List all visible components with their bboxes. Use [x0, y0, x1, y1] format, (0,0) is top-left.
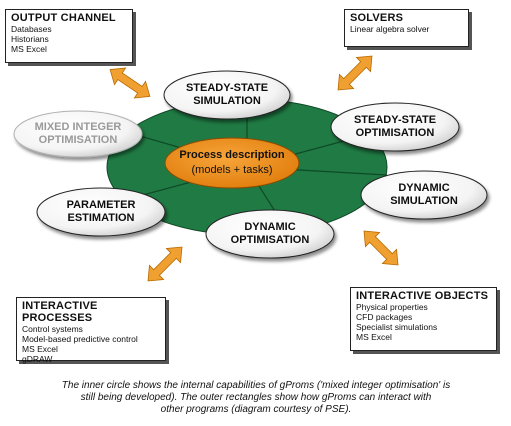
oval-label: MIXED INTEGER — [35, 121, 122, 133]
box-title: INTERACTIVE OBJECTS — [356, 290, 489, 302]
arrow-solvers-icon — [337, 55, 373, 91]
arrow-interactive-processes-icon — [147, 246, 183, 282]
oval-mixed-integer-optimisation: MIXED INTEGER OPTIMISATION — [13, 110, 143, 158]
center-title: Process description — [179, 149, 284, 161]
box-item: MS Excel — [22, 344, 58, 354]
caption-line: still being developed). The outer rectan… — [80, 392, 432, 403]
box-title: SOLVERS — [350, 12, 404, 24]
interactive-objects-box: INTERACTIVE OBJECTS Physical properties … — [350, 287, 497, 351]
caption-line: other programs (diagram courtesy of PSE)… — [160, 404, 352, 415]
oval-dynamic-optimisation: DYNAMIC OPTIMISATION — [205, 209, 335, 259]
box-title: OUTPUT CHANNEL — [11, 12, 116, 24]
box-item: Control systems — [22, 324, 83, 334]
center-subtitle: (models + tasks) — [192, 164, 273, 176]
box-item: MS Excel — [356, 332, 392, 342]
solvers-box: SOLVERS Linear algebra solver — [344, 9, 469, 47]
oval-steady-state-simulation: STEADY-STATE SIMULATION — [163, 70, 291, 120]
box-title: INTERACTIVE PROCESSES — [22, 300, 98, 324]
oval-steady-state-optimisation: STEADY-STATE OPTIMISATION — [330, 102, 460, 152]
output-channel-box: OUTPUT CHANNEL Databases Historians MS E… — [5, 9, 133, 63]
box-item: Model-based predictive control — [22, 334, 138, 344]
oval-label: DYNAMIC — [398, 182, 449, 194]
box-item: Historians — [11, 34, 49, 44]
oval-label: STEADY-STATE — [186, 82, 268, 94]
oval-dynamic-simulation: DYNAMIC SIMULATION — [360, 170, 488, 220]
box-item: gDRAW — [22, 354, 53, 364]
box-item: Databases — [11, 24, 52, 34]
figure-caption: The inner circle shows the internal capa… — [6, 380, 506, 416]
oval-label: DYNAMIC — [244, 221, 295, 233]
arrow-output-channel-icon — [109, 67, 151, 99]
oval-label: SIMULATION — [390, 195, 458, 207]
box-item: Specialist simulations — [356, 322, 438, 332]
oval-label: OPTIMISATION — [39, 134, 118, 146]
oval-label: SIMULATION — [193, 95, 261, 107]
oval-label: PARAMETER — [67, 199, 136, 211]
process-description-hub: Process description (models + tasks) — [164, 137, 300, 189]
oval-parameter-estimation: PARAMETER ESTIMATION — [36, 187, 166, 237]
interactive-processes-box: INTERACTIVE PROCESSES Control systems Mo… — [16, 297, 166, 364]
caption-line: The inner circle shows the internal capa… — [61, 380, 451, 391]
box-item: MS Excel — [11, 44, 47, 54]
oval-label: STEADY-STATE — [354, 114, 436, 126]
oval-label: ESTIMATION — [67, 212, 134, 224]
box-item: CFD packages — [356, 312, 413, 322]
box-item: Physical properties — [356, 302, 428, 312]
oval-label: OPTIMISATION — [231, 234, 310, 246]
box-item: Linear algebra solver — [350, 24, 430, 34]
oval-label: OPTIMISATION — [356, 127, 435, 139]
arrow-interactive-objects-icon — [363, 230, 399, 266]
